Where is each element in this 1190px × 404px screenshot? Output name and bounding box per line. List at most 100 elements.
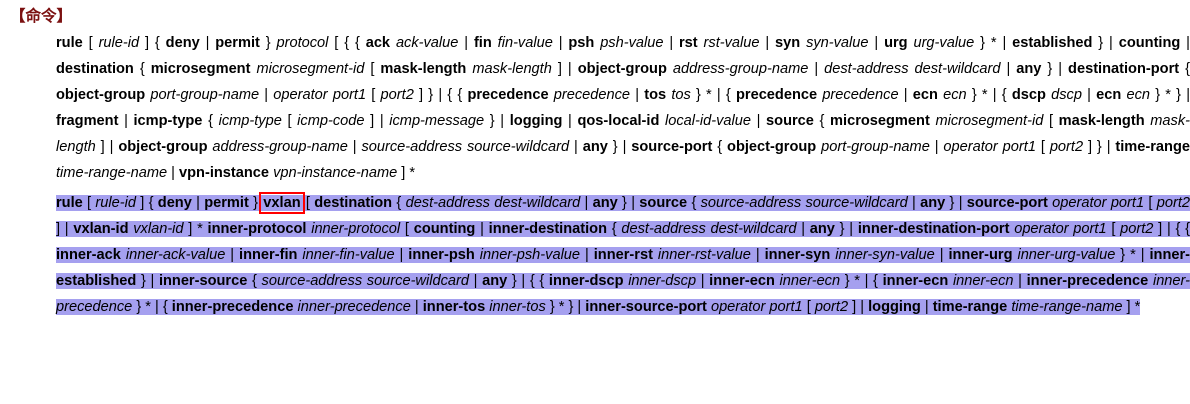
syntax-punctuation: ] *	[397, 165, 416, 181]
syntax-punctuation: |	[347, 139, 362, 155]
syntax-punctuation: |	[118, 113, 134, 129]
syntax-variable: time-range-name	[1011, 299, 1123, 315]
syntax-keyword: precedence	[735, 87, 818, 103]
syntax-variable: icmp-code	[297, 113, 365, 129]
syntax-keyword: rule	[56, 195, 83, 211]
syntax-keyword: vpn-instance	[179, 165, 270, 181]
syntax-variable: inner-protocol	[311, 221, 401, 237]
syntax-punctuation: [	[1035, 139, 1050, 155]
syntax-variable: fin-value	[497, 35, 553, 51]
syntax-punctuation: ] *	[1122, 299, 1141, 315]
syntax-text: rule [ rule-id ] { deny | permit } proto…	[56, 35, 1190, 181]
syntax-keyword: qos-local-id	[577, 113, 660, 129]
syntax-keyword: syn	[775, 35, 801, 51]
syntax-keyword: destination	[56, 61, 134, 77]
syntax-punctuation: |	[663, 35, 679, 51]
syntax-punctuation: [ { {	[328, 35, 366, 51]
syntax-variable: source-address source-wildcard	[261, 273, 469, 289]
syntax-keyword: deny	[157, 195, 192, 211]
syntax-keyword: inner-precedence	[1026, 273, 1149, 289]
syntax-block-acl-rule-vxlan: rule [ rule-id ] { deny | permit } vxlan…	[56, 190, 1190, 320]
syntax-punctuation: ] *	[183, 221, 208, 237]
syntax-keyword: permit	[215, 35, 260, 51]
syntax-variable: ack-value	[395, 35, 459, 51]
syntax-punctuation: {	[712, 139, 728, 155]
syntax-keyword: counting	[1118, 35, 1181, 51]
syntax-punctuation: } |	[136, 273, 159, 289]
syntax-variable: psh-value	[600, 35, 664, 51]
syntax-variable: microsegment-id	[935, 113, 1044, 129]
syntax-punctuation: [	[1106, 221, 1121, 237]
syntax-punctuation: [	[400, 221, 414, 237]
syntax-keyword: psh	[568, 35, 595, 51]
syntax-punctuation: |	[1081, 87, 1097, 103]
syntax-punctuation: |	[552, 35, 569, 51]
syntax-punctuation: |	[394, 247, 409, 263]
syntax-punctuation: |	[191, 195, 205, 211]
section-heading: 【命令】	[10, 7, 73, 25]
syntax-punctuation: {	[202, 113, 219, 129]
syntax-keyword: object-group	[727, 139, 817, 155]
syntax-keyword: inner-precedence	[171, 299, 294, 315]
syntax-variable: ecn	[943, 87, 967, 103]
syntax-punctuation: [	[1144, 195, 1157, 211]
syntax-variable: operator port1	[1052, 195, 1145, 211]
syntax-keyword: inner-dscp	[548, 273, 624, 289]
syntax-variable: source-address source-wildcard	[361, 139, 570, 155]
syntax-variable: tos	[671, 87, 691, 103]
syntax-keyword: inner-protocol	[207, 221, 307, 237]
syntax-keyword: inner-rst	[593, 247, 653, 263]
syntax-punctuation: [	[281, 113, 298, 129]
syntax-keyword: inner-destination	[488, 221, 608, 237]
syntax-variable: inner-ecn	[952, 273, 1014, 289]
syntax-keyword: any	[1016, 61, 1042, 77]
syntax-punctuation: |	[696, 273, 710, 289]
syntax-keyword: inner-psh	[408, 247, 475, 263]
syntax-variable: ecn	[1126, 87, 1151, 103]
syntax-punctuation: |	[868, 35, 885, 51]
syntax-punctuation: } * | {	[840, 273, 883, 289]
syntax-variable: dest-address dest-wildcard	[405, 195, 581, 211]
syntax-punctuation: {	[133, 61, 151, 77]
syntax-punctuation: |	[580, 195, 593, 211]
syntax-punctuation: ] |	[848, 299, 869, 315]
syntax-variable: mask-length	[472, 61, 552, 77]
syntax-variable: inner-dscp	[628, 273, 697, 289]
syntax-keyword: source	[766, 113, 814, 129]
syntax-variable: operator port1	[1014, 221, 1107, 237]
syntax-punctuation: |	[458, 35, 474, 51]
syntax-variable: inner-syn-value	[835, 247, 935, 263]
syntax-punctuation: } |	[607, 139, 632, 155]
syntax-variable: rst-value	[703, 35, 760, 51]
syntax-punctuation: [	[82, 195, 96, 211]
syntax-punctuation: } |	[1041, 61, 1069, 77]
syntax-punctuation: |	[199, 35, 216, 51]
syntax-variable: local-id-value	[665, 113, 751, 129]
syntax-variable: port2	[1049, 139, 1084, 155]
syntax-punctuation: |	[475, 221, 489, 237]
syntax-punctuation: {	[607, 221, 622, 237]
syntax-keyword: any	[592, 195, 618, 211]
syntax-variable: dest-address dest-wildcard	[621, 221, 797, 237]
syntax-keyword: time-range	[1115, 139, 1190, 155]
syntax-variable: microsegment-id	[256, 61, 365, 77]
syntax-punctuation: [	[82, 35, 99, 51]
syntax-variable: inner-tos	[489, 299, 546, 315]
syntax-variable: operator port1	[710, 299, 803, 315]
syntax-punctuation: } * |	[974, 35, 1013, 51]
syntax-variable: rule-id	[98, 35, 140, 51]
highlighted-keyword-vxlan: vxlan	[259, 192, 305, 214]
syntax-punctuation: }	[259, 35, 277, 51]
syntax-punctuation: } * | {	[966, 87, 1012, 103]
syntax-keyword: inner-urg	[948, 247, 1013, 263]
syntax-variable: icmp-message	[389, 113, 485, 129]
syntax-variable: port-group-name	[150, 87, 260, 103]
syntax-keyword: destination	[314, 195, 393, 211]
syntax-keyword: any	[482, 273, 508, 289]
syntax-punctuation: {	[247, 273, 262, 289]
syntax-keyword: fin	[473, 35, 492, 51]
syntax-punctuation: |	[907, 195, 921, 211]
syntax-punctuation: } |	[1092, 35, 1119, 51]
syntax-keyword: any	[920, 195, 946, 211]
